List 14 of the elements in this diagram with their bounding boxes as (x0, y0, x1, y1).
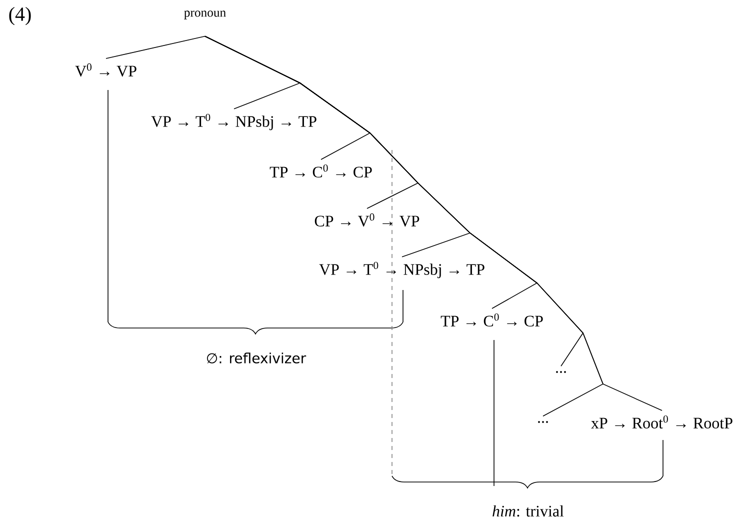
tree-label: TP → C$^{0}$ → CP (270, 164, 372, 178)
tree-label: ... (538, 421, 548, 423)
tree-branch (106, 36, 206, 59)
tree-label: VP → T$^{0}$ → NPsbj → TP (319, 262, 484, 278)
brace-label: him: trivial (492, 505, 564, 517)
tree-label: VP → T$^{0}$ → NPsbj → TP (151, 114, 316, 130)
brace-label: ∅: reflexivizer (207, 352, 306, 364)
tree-label: CP → V$^{0}$ → VP (314, 213, 420, 227)
tree-label: xP → Root$^{0}$ → RootP (591, 415, 732, 428)
tree-label: TP → C$^{0}$ → CP (440, 313, 543, 326)
tree-label: V$^{0}$ → VP (75, 63, 136, 77)
example-number: (4) (9, 6, 31, 26)
tree-label: ... (556, 371, 566, 373)
tree-label: pronoun (184, 10, 226, 20)
